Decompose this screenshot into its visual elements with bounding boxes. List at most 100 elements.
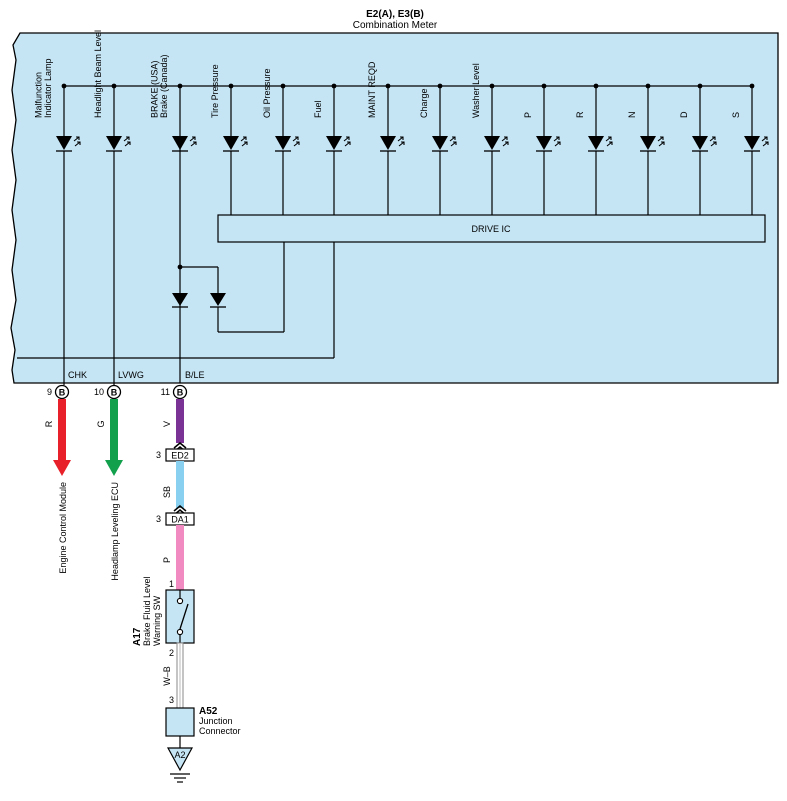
component-name: Combination Meter bbox=[353, 20, 438, 31]
lamp-label: Fuel bbox=[313, 100, 323, 118]
lamp-label: BRAKE (USA) bbox=[150, 60, 160, 118]
terminal-conn-ble: B bbox=[177, 388, 184, 398]
led-icon bbox=[484, 136, 500, 150]
wire-color-g: G bbox=[96, 420, 106, 427]
lamp-8: Charge bbox=[419, 83, 457, 215]
wire-pink bbox=[176, 525, 184, 590]
wire-color-r: R bbox=[44, 420, 54, 427]
lamp-2: Headlight Beam Level bbox=[93, 30, 131, 152]
led-ray-icon bbox=[397, 136, 404, 142]
lamp-5: Oil Pressure bbox=[262, 68, 300, 215]
led-icon bbox=[432, 136, 448, 150]
terminal-signal-chk: CHK bbox=[68, 370, 87, 380]
led-icon bbox=[692, 136, 708, 150]
lamp-label: S bbox=[731, 112, 741, 118]
connector-da1-pin: 3 bbox=[156, 514, 161, 524]
led-ray-icon bbox=[344, 141, 351, 147]
led-ray-icon bbox=[501, 136, 508, 142]
led-ray-icon bbox=[398, 141, 405, 147]
led-ray-icon bbox=[502, 141, 509, 147]
lamp-label: Tire Pressure bbox=[210, 64, 220, 118]
led-ray-icon bbox=[449, 136, 456, 142]
switch-pin-top: 1 bbox=[169, 579, 174, 589]
led-ray-icon bbox=[240, 136, 247, 142]
led-ray-icon bbox=[762, 141, 769, 147]
led-ray-icon bbox=[658, 141, 665, 147]
terminal-conn-lvwg: B bbox=[111, 388, 118, 398]
lamp-label: Headlight Beam Level bbox=[93, 30, 103, 118]
led-ray-icon bbox=[123, 136, 130, 142]
lamp-label: Indicator Lamp bbox=[43, 58, 53, 118]
terminal-pin-chk: 9 bbox=[47, 387, 52, 397]
ground-label: A2 bbox=[174, 750, 185, 760]
lamp-label: R bbox=[575, 111, 585, 118]
led-ray-icon bbox=[124, 141, 131, 147]
wire-color-wb: W–B bbox=[162, 666, 172, 686]
led-ray-icon bbox=[710, 141, 717, 147]
lamp-7: MAINT REQD bbox=[367, 61, 405, 215]
switch-contact-bottom bbox=[176, 628, 184, 636]
lamp-label: Oil Pressure bbox=[262, 68, 272, 118]
terminal-signal-ble: B/LE bbox=[185, 370, 205, 380]
lamp-label: N bbox=[627, 112, 637, 119]
wire-violet bbox=[176, 399, 184, 443]
switch-contact-top bbox=[176, 597, 184, 605]
connector-ed2-pin: 3 bbox=[156, 450, 161, 460]
terminal-lvwg: B 10 bbox=[94, 384, 122, 400]
wire-green bbox=[110, 399, 118, 461]
led-ray-icon bbox=[657, 136, 664, 142]
led-icon bbox=[56, 136, 72, 150]
led-icon bbox=[380, 136, 396, 150]
led-ray-icon bbox=[293, 141, 300, 147]
lamp-13: D bbox=[679, 83, 717, 215]
led-icon bbox=[106, 136, 122, 150]
arrow-ecm bbox=[53, 460, 71, 476]
lamp-12: N bbox=[627, 83, 665, 215]
wire-sky-blue bbox=[176, 461, 184, 508]
lamp-4: Tire Pressure bbox=[210, 64, 248, 215]
terminal-conn-chk: B bbox=[59, 388, 66, 398]
led-icon bbox=[640, 136, 656, 150]
led-ray-icon bbox=[606, 141, 613, 147]
destination-headlamp-ecu: Headlamp Leveling ECU bbox=[110, 482, 120, 581]
led-icon bbox=[275, 136, 291, 150]
wire-color-sb: SB bbox=[162, 486, 172, 498]
lamp-label: D bbox=[679, 111, 689, 118]
combination-meter-box bbox=[10, 32, 779, 384]
led-ray-icon bbox=[343, 136, 350, 142]
lamp-label: P bbox=[523, 112, 533, 118]
led-icon bbox=[223, 136, 239, 150]
lamp-label: Charge bbox=[419, 88, 429, 118]
led-ray-icon bbox=[73, 136, 80, 142]
terminal-chk: B 9 bbox=[47, 384, 70, 400]
switch-pin-bottom: 2 bbox=[169, 648, 174, 658]
switch-lever bbox=[179, 603, 189, 630]
led-icon bbox=[172, 136, 188, 150]
brake-diode-1 bbox=[172, 293, 188, 306]
lamp-label: Brake (Canada) bbox=[159, 54, 169, 118]
switch-code: A17 bbox=[132, 627, 143, 646]
lamp-6: Fuel bbox=[313, 83, 351, 215]
switch-name-line2: Warning SW bbox=[152, 595, 162, 646]
ground-symbol bbox=[166, 747, 194, 772]
junction-name-line1: Junction bbox=[199, 716, 233, 726]
led-icon bbox=[588, 136, 604, 150]
led-ray-icon bbox=[553, 136, 560, 142]
lamp-10: P bbox=[523, 83, 561, 215]
wire-color-v: V bbox=[162, 421, 172, 427]
lamp-label: Washer Level bbox=[471, 63, 481, 118]
junction-pin: 3 bbox=[169, 695, 174, 705]
led-ray-icon bbox=[189, 136, 196, 142]
led-ray-icon bbox=[190, 141, 197, 147]
led-ray-icon bbox=[450, 141, 457, 147]
terminal-ble: B 11 bbox=[161, 384, 188, 400]
led-ray-icon bbox=[74, 141, 81, 147]
led-ray-icon bbox=[554, 141, 561, 147]
lamp-14: S bbox=[731, 83, 769, 215]
led-ray-icon bbox=[605, 136, 612, 142]
led-icon bbox=[744, 136, 760, 150]
lamp-9: Washer Level bbox=[471, 63, 509, 215]
